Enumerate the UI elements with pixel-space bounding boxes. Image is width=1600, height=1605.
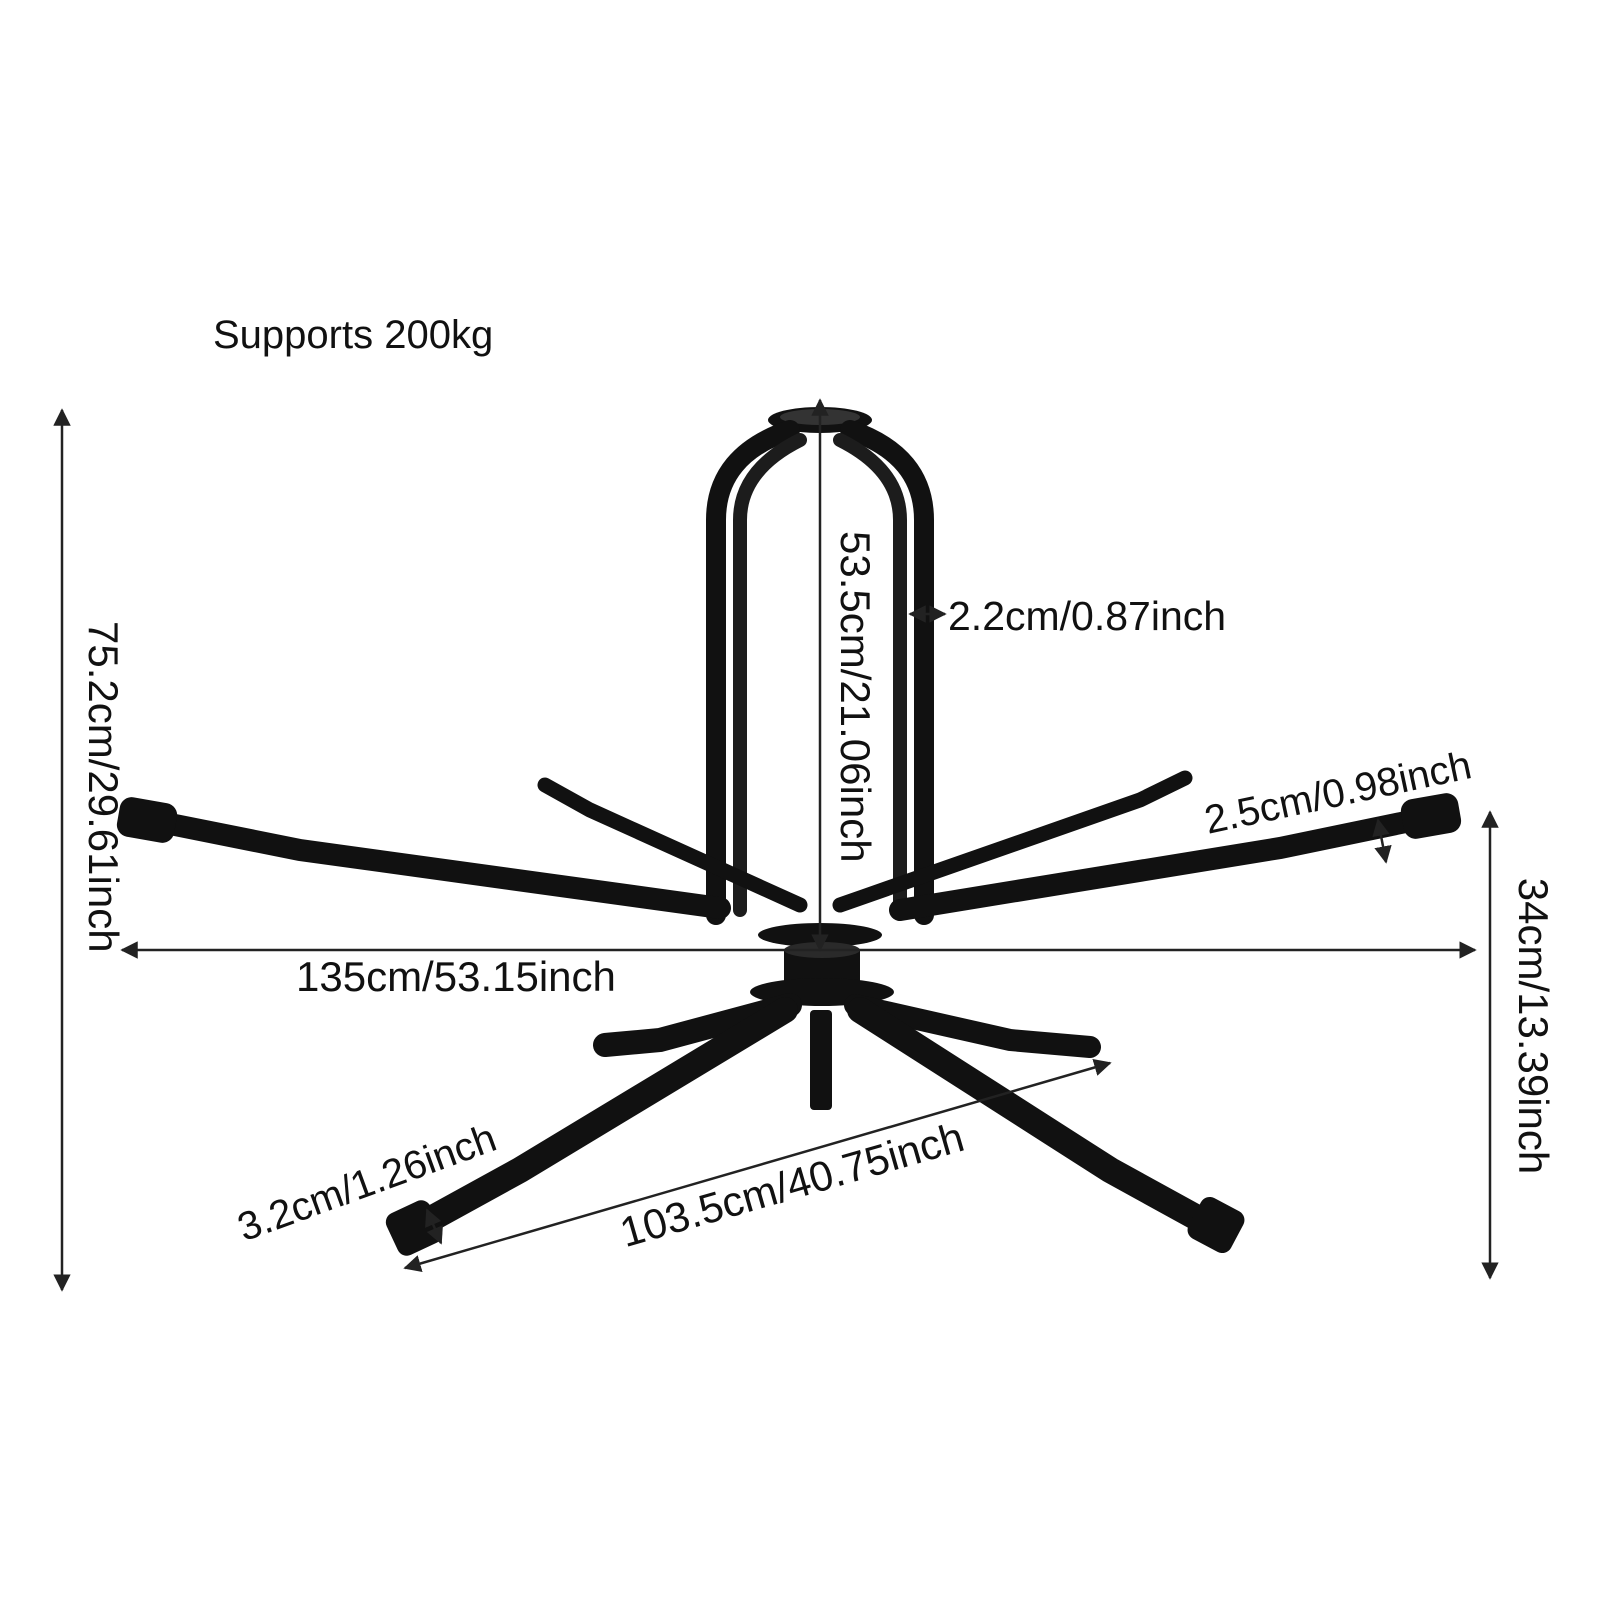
arm-left-long bbox=[139, 809, 731, 919]
dimension-lines bbox=[53, 398, 1499, 1292]
cradle-tube-inner bbox=[733, 433, 907, 917]
cradle-tube-outer bbox=[706, 420, 934, 925]
upper-frame bbox=[116, 407, 1462, 947]
load-capacity-title: Supports 200kg bbox=[213, 313, 494, 357]
leg-back-right bbox=[844, 994, 1101, 1058]
dim-leg-tube-line bbox=[425, 1208, 443, 1245]
dim-arm-tube-line bbox=[1372, 818, 1392, 864]
base-center-foot bbox=[810, 1010, 832, 1110]
arm-span-label: 135cm/53.15inch bbox=[296, 953, 616, 1000]
arm-left-cap bbox=[116, 797, 178, 843]
leg-back-left bbox=[593, 993, 802, 1057]
base-height-label: 34cm/13.39inch bbox=[1510, 877, 1557, 1175]
upper-tube-diameter-label: 2.2cm/0.87inch bbox=[948, 593, 1227, 639]
arm-right-short bbox=[832, 770, 1193, 913]
arm-left-short bbox=[537, 777, 808, 913]
total-height-label: 75.2cm/29.61inch bbox=[80, 621, 127, 953]
arm-right-cap bbox=[1400, 793, 1462, 839]
dim-leg-span-line bbox=[403, 1058, 1112, 1273]
upper-height-label: 53.5cm/21.06inch bbox=[832, 531, 879, 863]
leg-front-right-cap bbox=[1187, 1196, 1245, 1254]
